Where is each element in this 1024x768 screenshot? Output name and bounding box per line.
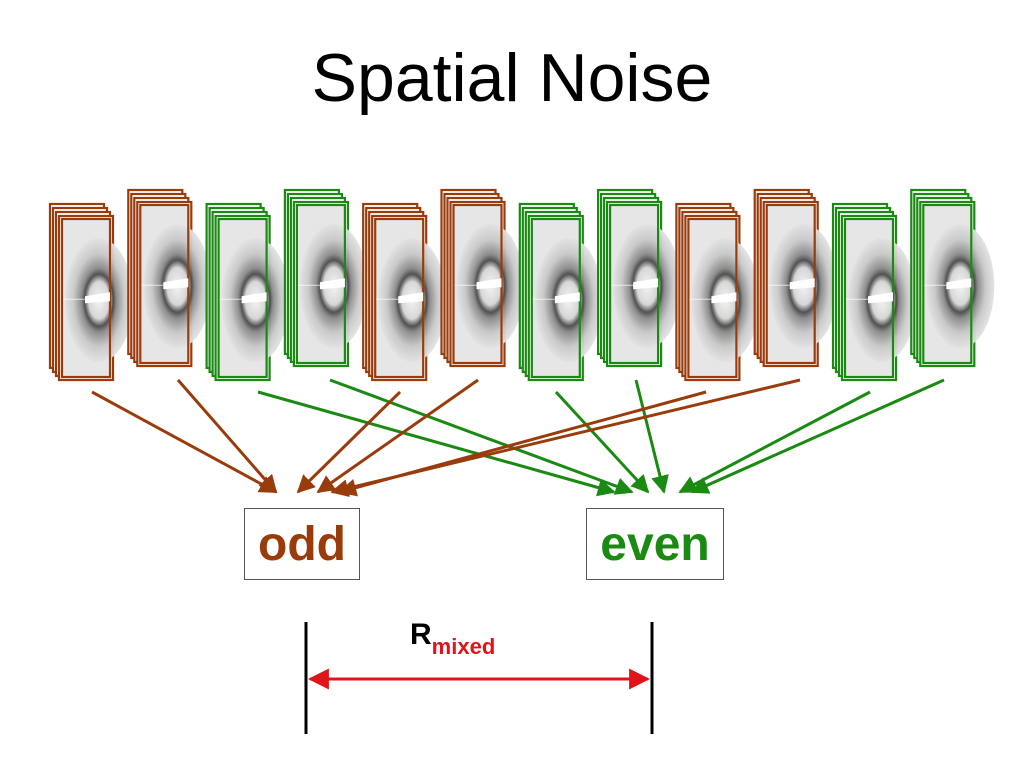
diffraction-image — [922, 203, 995, 365]
image-stack-odd — [127, 188, 212, 368]
diffraction-image — [530, 217, 603, 379]
diffraction-image — [295, 203, 368, 365]
image-stack-odd — [675, 202, 760, 382]
diffraction-image — [139, 203, 212, 365]
even-box: even — [586, 508, 724, 580]
diffraction-image — [452, 203, 525, 365]
arrow-to-even — [634, 379, 669, 494]
arrow-to-odd — [176, 379, 278, 494]
arrow-to-odd — [330, 378, 801, 497]
beam-stop — [711, 292, 737, 304]
diffraction-image — [765, 203, 838, 365]
arrow-to-even — [257, 390, 616, 497]
arrow-to-even — [678, 390, 871, 494]
diffraction-image — [60, 217, 133, 379]
image-stack-odd — [440, 188, 525, 368]
image-stack-even — [831, 202, 916, 382]
beam-stop — [319, 278, 345, 290]
image-stack-even — [910, 188, 995, 368]
arrows — [91, 378, 945, 497]
arrow-to-odd — [91, 390, 278, 494]
arrow-to-even — [690, 378, 945, 494]
beam-stop — [868, 292, 893, 304]
image-stack-even — [596, 188, 682, 368]
beam-stop — [163, 278, 189, 290]
diffraction-image — [687, 217, 760, 379]
odd-label: odd — [258, 517, 346, 571]
odd-box: odd — [244, 508, 360, 580]
image-stack-even — [283, 188, 368, 368]
r-mixed-label: Rmixed — [410, 618, 495, 659]
diffraction-image — [217, 217, 290, 379]
beam-stop — [85, 292, 110, 304]
arrow-to-even — [554, 390, 650, 494]
beam-stop — [554, 292, 580, 304]
image-stack-odd — [48, 202, 133, 382]
diffraction-image — [608, 203, 682, 365]
beam-stop — [633, 278, 659, 290]
distance-measure — [304, 622, 654, 734]
image-stacks — [48, 188, 995, 382]
image-stack-even — [518, 202, 603, 382]
even-label: even — [600, 517, 710, 571]
image-stack-odd — [753, 188, 838, 368]
diffraction-image — [843, 217, 916, 379]
arrow-to-odd — [296, 390, 402, 494]
r-label-subscript: mixed — [431, 634, 496, 659]
beam-stop — [946, 278, 972, 290]
beam-stop — [476, 278, 502, 290]
r-label-main: R — [410, 618, 432, 651]
image-stack-even — [205, 202, 290, 382]
slide-title: Spatial Noise — [311, 40, 713, 116]
arrow-to-even — [329, 378, 634, 495]
image-stack-odd — [362, 202, 447, 382]
diffraction-image — [374, 217, 447, 379]
beam-stop — [241, 292, 267, 304]
beam-stop — [398, 292, 424, 304]
beam-stop — [789, 278, 815, 290]
arrow-to-odd — [316, 378, 479, 494]
